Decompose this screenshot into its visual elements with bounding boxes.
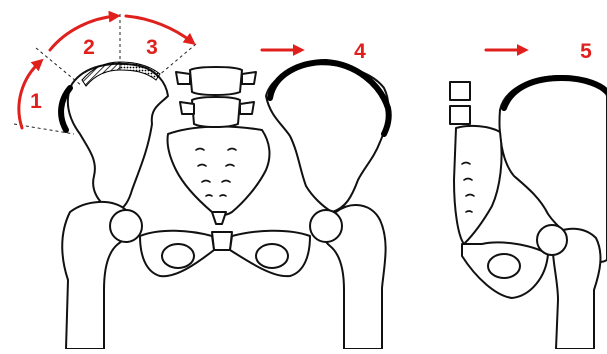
stage-label-1: 1: [30, 90, 42, 113]
pubic-symphysis: [212, 232, 232, 250]
lumbar-vertebrae: [176, 67, 256, 127]
coccyx: [212, 212, 226, 224]
stage-label-5: 5: [580, 40, 592, 63]
pelvis-partial-view: [450, 76, 607, 349]
arrow-stage-3: [126, 16, 192, 42]
sacrum: [167, 127, 269, 215]
stage-label-3: 3: [146, 36, 158, 59]
right-femur: [310, 205, 386, 349]
stage-label-4: 4: [354, 40, 366, 63]
left-obturator-foramen: [162, 244, 194, 268]
stage-label-2: 2: [83, 36, 95, 59]
pelvis-front-view: [62, 64, 388, 349]
partial-lumbar-vertebrae: [450, 82, 470, 124]
partial-sacrum: [454, 126, 502, 244]
right-iliac-wing: [266, 64, 388, 212]
partial-femur: [537, 225, 600, 349]
right-obturator-foramen: [256, 244, 288, 268]
partial-obturator-foramen: [488, 254, 520, 278]
left-iliac-wing: [68, 64, 168, 212]
left-femur: [62, 202, 142, 349]
